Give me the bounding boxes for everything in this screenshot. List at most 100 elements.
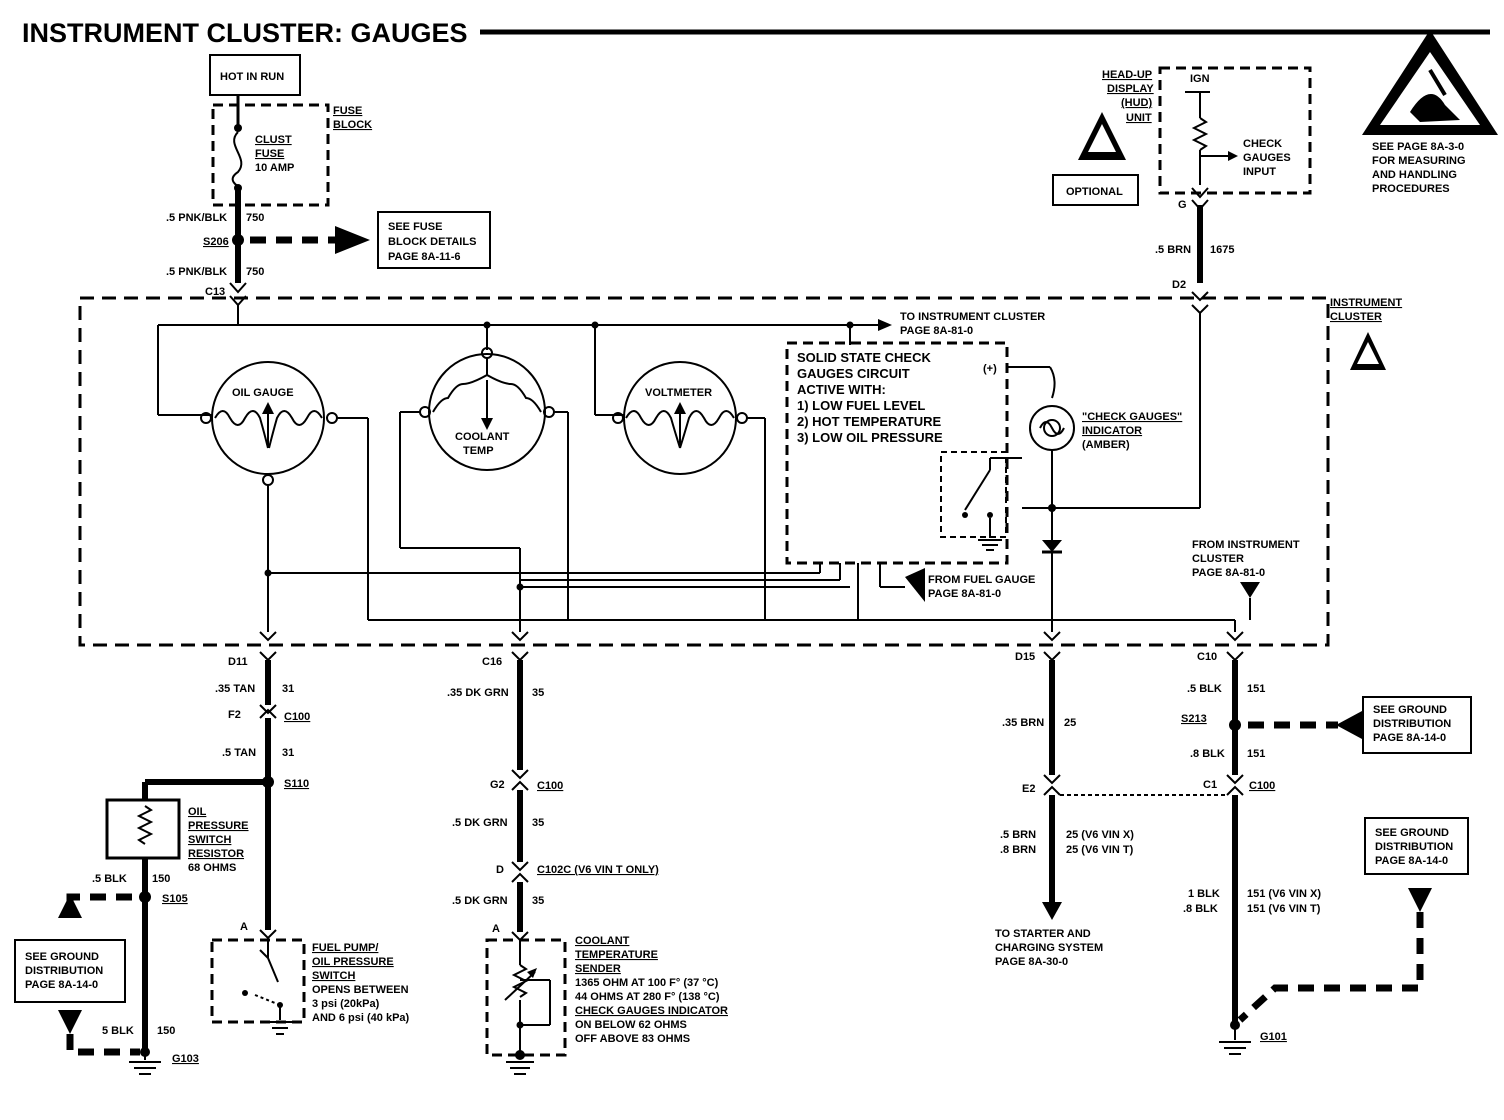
see-fuse-box: [377, 211, 491, 269]
wire-150-a: .5 BLK: [92, 873, 127, 885]
junction-coolant: [516, 583, 524, 591]
to-starter-1: TO STARTER AND: [995, 928, 1091, 940]
conn-c13-symbol: [229, 282, 247, 307]
conn-c16: C16: [482, 656, 502, 668]
sender-5: 44 OHMS AT 280 F° (138 °C): [575, 991, 720, 1003]
splice-s110: S110: [284, 778, 309, 790]
ground-g103-symbol: [129, 1047, 161, 1075]
conn-c13: C13: [205, 286, 225, 298]
to-cluster-1: TO INSTRUMENT CLUSTER: [900, 311, 1045, 323]
wire-31-b-label: .5 TAN: [222, 747, 256, 759]
splice-s206-dot: [232, 234, 244, 246]
esd-warning-icon-cluster: [1350, 332, 1386, 370]
ground-g101: G101: [1260, 1031, 1287, 1043]
see-fuse-3: PAGE 8A-11-6: [388, 251, 461, 263]
bus-dot-2: [591, 321, 599, 329]
check-gauges-lamp: [1007, 313, 1201, 632]
cluster-label-1: INSTRUMENT: [1330, 297, 1402, 309]
conn-g2-c100: C100: [537, 780, 563, 792]
s213-arrow: [1336, 711, 1362, 739]
see-ground-1-2: DISTRIBUTION: [1373, 718, 1451, 730]
see-ground-1-3: PAGE 8A-14-0: [1373, 732, 1446, 744]
wire-750-a: .5 PNK/BLK: [166, 212, 227, 224]
fuse-block-box: [211, 103, 330, 207]
ground-g101-symbol: [1219, 1020, 1251, 1055]
resistor-1: OIL: [188, 806, 207, 818]
from-fuel-arrow: [905, 568, 925, 602]
solid-state-4: 1) LOW FUEL LEVEL: [797, 398, 925, 413]
cluster-internal-wires: [267, 411, 1235, 632]
wire-151-c2-num: 151 (V6 VIN T): [1247, 903, 1321, 915]
esd-1: SEE PAGE 8A-3-0: [1372, 141, 1464, 153]
check-gauges-switch: [940, 451, 1022, 551]
wire-1675-num: 1675: [1210, 244, 1234, 256]
bus-dot-1: [483, 321, 491, 329]
sender-8: OFF ABOVE 83 OHMS: [575, 1033, 690, 1045]
to-cluster-2: PAGE 8A-81-0: [900, 325, 973, 337]
conn-c1: C1: [1203, 779, 1217, 791]
conn-c1-symbol: [1226, 774, 1244, 796]
see-ground-left-1: SEE GROUND: [25, 951, 99, 963]
junction-oil: [264, 569, 272, 577]
cluster-label-2: CLUSTER: [1330, 311, 1382, 323]
clust-fuse-symbol: [231, 95, 243, 192]
oil-gauge: [200, 361, 338, 486]
oil-switch-contact: [242, 990, 248, 996]
oil-switch-contact-2: [277, 1002, 283, 1008]
solid-state-2: GAUGES CIRCUIT: [797, 366, 910, 381]
solid-state-1: SOLID STATE CHECK: [797, 350, 931, 365]
hud-ign: IGN: [1190, 73, 1210, 85]
sender-junction: [516, 1021, 524, 1029]
hud-resistor: [1185, 91, 1238, 185]
sender-variable-arrow: [527, 968, 537, 978]
sender-7: ON BELOW 62 OHMS: [575, 1019, 687, 1031]
see-ground-box-left: [14, 939, 126, 1003]
g101-dash-line: [1237, 912, 1424, 1023]
diagram-title: INSTRUMENT CLUSTER: GAUGES: [22, 18, 468, 48]
solid-state-3: ACTIVE WITH:: [797, 382, 886, 397]
splice-s206: S206: [203, 236, 229, 248]
hud-box: [1158, 66, 1312, 195]
hud-label-2: DISPLAY: [1107, 83, 1154, 95]
clust-fuse-label-2: FUSE: [255, 148, 284, 160]
resistor-5: 68 OHMS: [188, 862, 236, 874]
solid-state-5: 2) HOT TEMPERATURE: [797, 414, 942, 429]
from-cluster-1: FROM INSTRUMENT: [1192, 539, 1300, 551]
hot-in-run-box: [209, 54, 301, 96]
conn-g2-symbol: [511, 769, 529, 791]
splice-s105-dot: [139, 891, 151, 903]
wire-35-a-label: .35 DK GRN: [447, 687, 509, 699]
wire-150-b-num: 150: [157, 1025, 175, 1037]
oil-switch-symbol: [254, 940, 292, 1035]
oil-resistor-symbol: [136, 805, 154, 845]
wire-150-b: 5 BLK: [102, 1025, 134, 1037]
see-fuse-1: SEE FUSE: [388, 221, 442, 233]
conn-e2: E2: [1022, 783, 1035, 795]
from-fuel-2: PAGE 8A-81-0: [928, 588, 1001, 600]
conn-d11: D11: [228, 656, 248, 668]
switch-4: OPENS BETWEEN: [312, 984, 409, 996]
see-ground-left-3: PAGE 8A-14-0: [25, 979, 98, 991]
wire-750-b-num: 750: [246, 266, 264, 278]
conn-d2: D2: [1172, 279, 1186, 291]
from-cluster-2: CLUSTER: [1192, 553, 1244, 565]
see-ground-1-1: SEE GROUND: [1373, 704, 1447, 716]
wire-31-a-num: 31: [282, 683, 294, 695]
from-cluster-arrow: [1240, 582, 1260, 598]
resistor-4: RESISTOR: [188, 848, 244, 860]
sender-6: CHECK GAUGES INDICATOR: [575, 1005, 728, 1017]
wire-35-b-num: 35: [532, 817, 544, 829]
hud-conn-g: G: [1178, 199, 1187, 211]
see-ground-2-2: DISTRIBUTION: [1375, 841, 1453, 853]
conn-c1-c100: C100: [1249, 780, 1275, 792]
wire-35-c-num: 35: [532, 895, 544, 907]
see-fuse-2: BLOCK DETAILS: [388, 236, 476, 248]
coolant-sender-box: [485, 938, 567, 1057]
conn-f2-symbol: [259, 704, 277, 719]
splice-s105: S105: [162, 893, 188, 905]
splice-s213: S213: [1181, 713, 1207, 725]
wire-25-a-num: 25: [1064, 717, 1076, 729]
conn-d15: D15: [1015, 651, 1035, 663]
see-ground-2-1: SEE GROUND: [1375, 827, 1449, 839]
